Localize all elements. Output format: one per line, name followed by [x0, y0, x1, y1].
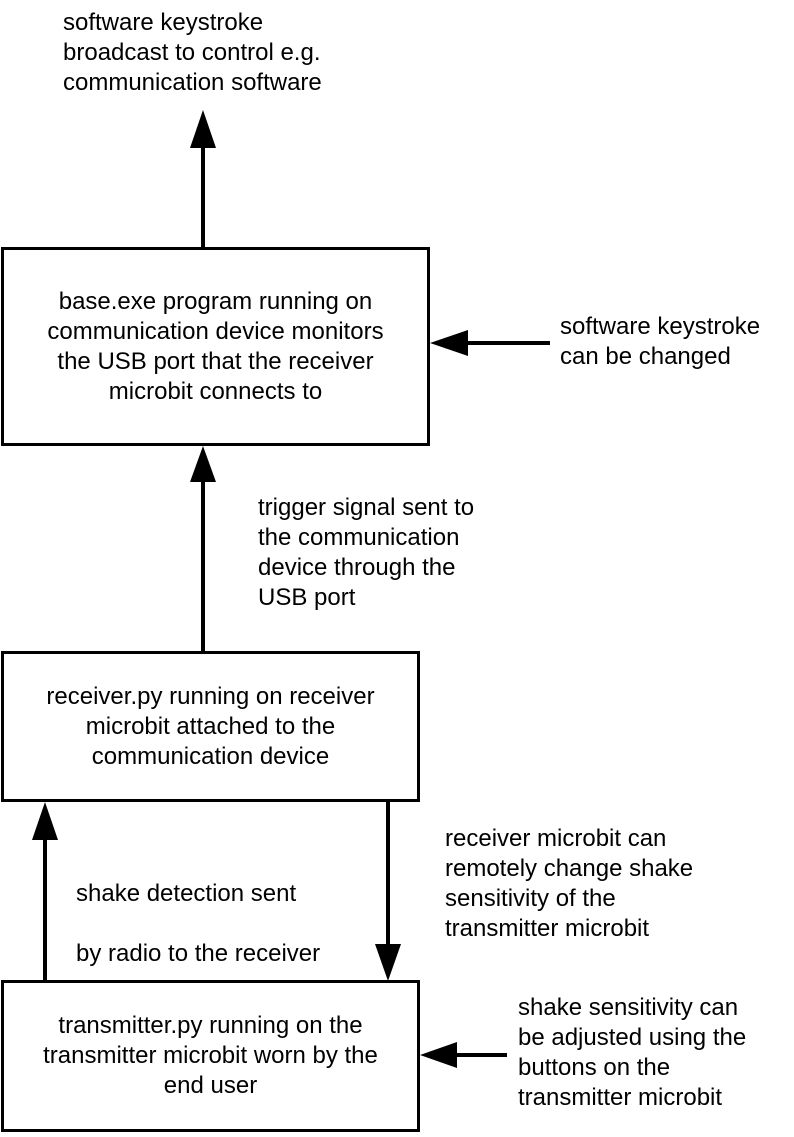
receiver-py-box: receiver.py running on receiver microbit…: [1, 651, 420, 802]
shake-detection-line-2: by radio to the receiver: [76, 940, 321, 967]
trigger-signal-label: trigger signal sent to the communication…: [258, 494, 475, 611]
remote-change-label: receiver microbit can remotely change sh…: [445, 825, 694, 942]
receiver-py-box-text: receiver.py running on receiver microbit…: [46, 682, 375, 770]
arrowhead-keystroke-to-base: [430, 330, 468, 356]
base-exe-box-text: base.exe program running on communicatio…: [47, 287, 384, 405]
sensitivity-adjust-label: shake sensitivity can be adjusted using …: [518, 994, 747, 1111]
arrowhead-transmitter-to-receiver: [32, 802, 58, 840]
arrowhead-base-to-broadcast: [190, 110, 216, 148]
arrowhead-receiver-to-transmitter: [375, 944, 401, 981]
base-exe-box: base.exe program running on communicatio…: [1, 247, 430, 446]
transmitter-py-box-text: transmitter.py running on the transmitte…: [43, 1012, 378, 1099]
transmitter-py-box: transmitter.py running on the transmitte…: [1, 980, 420, 1132]
broadcast-label: software keystroke broadcast to control …: [63, 9, 322, 96]
arrowhead-sensitivity-to-transmitter: [420, 1042, 457, 1068]
shake-detection-label: shake detection sent by radio to the rec…: [76, 849, 320, 1059]
shake-detection-line-1: shake detection sent: [76, 880, 297, 907]
keystroke-changed-label: software keystroke can be changed: [560, 313, 761, 370]
arrowhead-receiver-to-base: [190, 446, 216, 482]
